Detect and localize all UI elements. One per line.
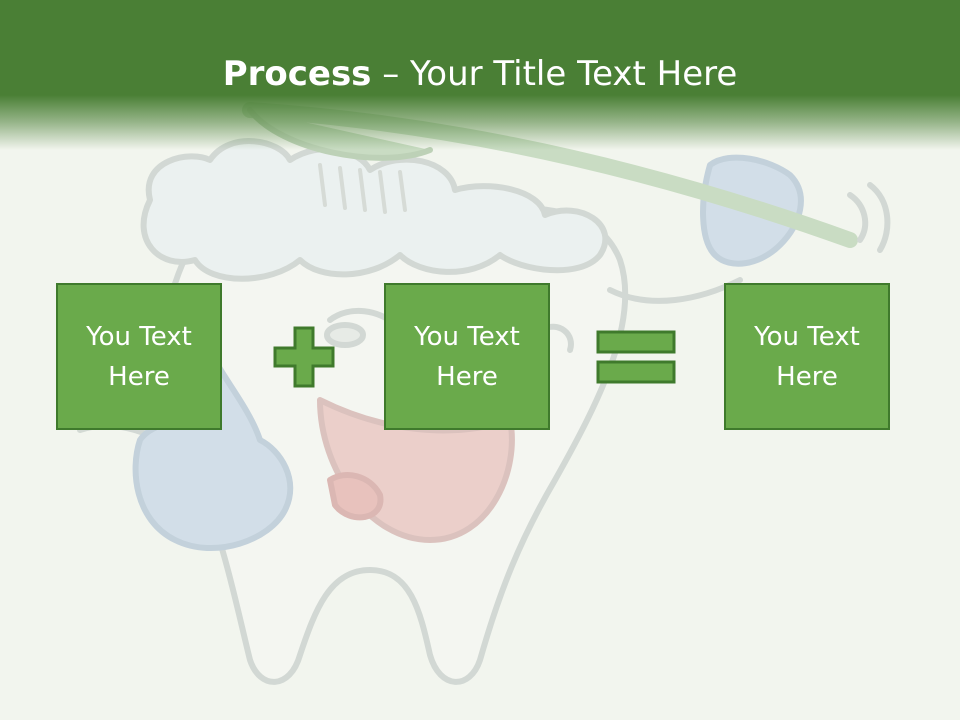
process-box-2-text: You Text Here: [414, 321, 520, 392]
title-rest: – Your Title Text Here: [371, 54, 738, 94]
process-box-1[interactable]: You Text Here: [56, 283, 222, 430]
header-band: [0, 0, 960, 150]
plus-icon: [273, 326, 335, 388]
title-bold: Process: [222, 54, 372, 94]
process-box-2[interactable]: You Text Here: [384, 283, 550, 430]
slide-title: Process – Your Title Text Here: [0, 52, 960, 96]
equals-icon: [596, 330, 676, 384]
process-box-3[interactable]: You Text Here: [724, 283, 890, 430]
process-box-3-text: You Text Here: [754, 321, 860, 392]
process-box-1-text: You Text Here: [86, 321, 192, 392]
